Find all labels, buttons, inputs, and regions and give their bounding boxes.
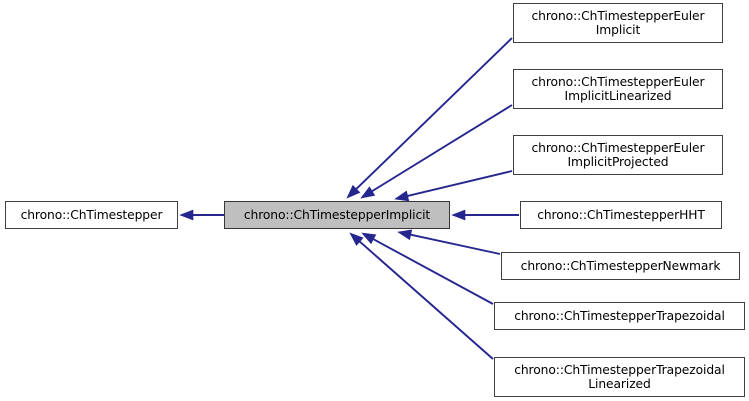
node-current-chtimestepperimplicit[interactable]: chrono::ChTimestepperImplicit (224, 201, 450, 229)
node-base-chtimestepper[interactable]: chrono::ChTimestepper (5, 201, 178, 229)
node-derived-4[interactable]: chrono::ChTimestepperNewmark (501, 252, 740, 280)
node-derived-3-label: chrono::ChTimestepperHHT (537, 208, 705, 222)
node-derived-2-label: chrono::ChTimestepperEuler ImplicitProje… (531, 141, 705, 169)
edge-group (179, 37, 519, 360)
edge-euler-implicit-projected-to-implicit-line (407, 170, 513, 197)
node-derived-6[interactable]: chrono::ChTimestepperTrapezoidal Lineari… (494, 357, 745, 397)
node-derived-2[interactable]: chrono::ChTimestepperEuler ImplicitProje… (513, 135, 723, 175)
node-derived-1[interactable]: chrono::ChTimestepperEuler ImplicitLinea… (513, 69, 723, 109)
node-current-label: chrono::ChTimestepperImplicit (243, 208, 431, 222)
edge-hht-to-implicit-arrowhead (451, 209, 466, 221)
node-base-label: chrono::ChTimestepper (20, 208, 163, 222)
edge-euler-implicit-linearized-to-implicit-line (371, 104, 513, 192)
edge-euler-implicit-linearized-to-implicit-arrowhead (360, 186, 376, 199)
edge-newmark-to-implicit-line (410, 233, 501, 255)
edge-euler-implicit-projected-to-implicit-arrowhead (394, 190, 410, 202)
node-derived-3[interactable]: chrono::ChTimestepperHHT (520, 201, 722, 229)
node-derived-0[interactable]: chrono::ChTimestepperEuler Implicit (513, 3, 723, 43)
edge-trapezoidal-linearized-to-implicit-arrowhead (349, 232, 364, 246)
edge-trapezoidal-linearized-to-implicit-line (359, 240, 494, 360)
edge-trapezoidal-to-implicit-line (372, 238, 494, 305)
node-derived-6-label: chrono::ChTimestepperTrapezoidal Lineari… (514, 363, 725, 391)
node-derived-0-label: chrono::ChTimestepperEuler Implicit (531, 9, 705, 37)
node-derived-5[interactable]: chrono::ChTimestepperTrapezoidal (494, 302, 745, 330)
edge-euler-implicit-to-implicit-arrowhead (346, 184, 361, 199)
edge-newmark-to-implicit-arrowhead (397, 229, 413, 241)
edge-trapezoidal-to-implicit-arrowhead (361, 232, 377, 245)
edge-implicit-to-timestepper-arrowhead (179, 209, 194, 221)
node-derived-4-label: chrono::ChTimestepperNewmark (520, 259, 721, 273)
edge-euler-implicit-to-implicit-line (355, 37, 513, 190)
node-derived-5-label: chrono::ChTimestepperTrapezoidal (514, 309, 725, 323)
node-derived-1-label: chrono::ChTimestepperEuler ImplicitLinea… (531, 75, 705, 103)
